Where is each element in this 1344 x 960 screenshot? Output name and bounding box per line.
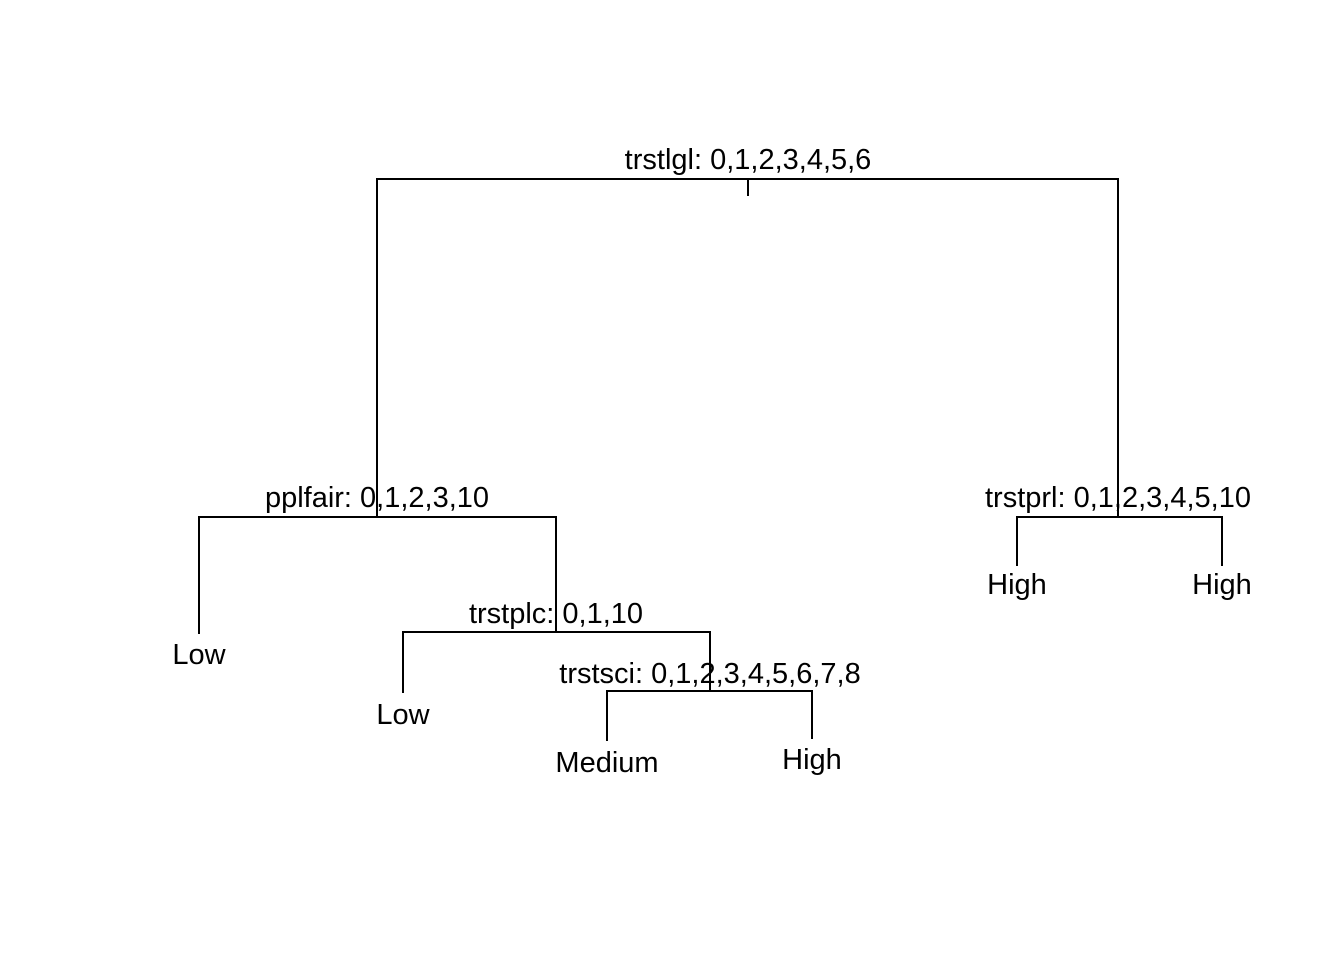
split-n4-label: trstplc: 0,1,10 [469,598,643,630]
leaf-l5-label: High [987,569,1047,601]
split-n4-branches [402,631,711,693]
split-n5-branches [606,690,813,741]
leaf-l6-label: High [1192,569,1252,601]
leaf-l4-label: High [782,744,842,776]
split-n2-branches [198,516,557,634]
split-n1-branches [376,178,1119,517]
split-n3-label: trstprl: 0,1,2,3,4,5,10 [985,482,1251,514]
split-n3-branches [1016,516,1223,566]
split-n2-label: pplfair: 0,1,2,3,10 [265,482,489,514]
split-n5-label: trstsci: 0,1,2,3,4,5,6,7,8 [559,658,860,690]
leaf-l1-label: Low [172,639,226,671]
leaf-l3-label: Medium [555,747,658,779]
split-n1-label: trstlgl: 0,1,2,3,4,5,6 [625,144,872,176]
leaf-l2-label: Low [376,699,430,731]
